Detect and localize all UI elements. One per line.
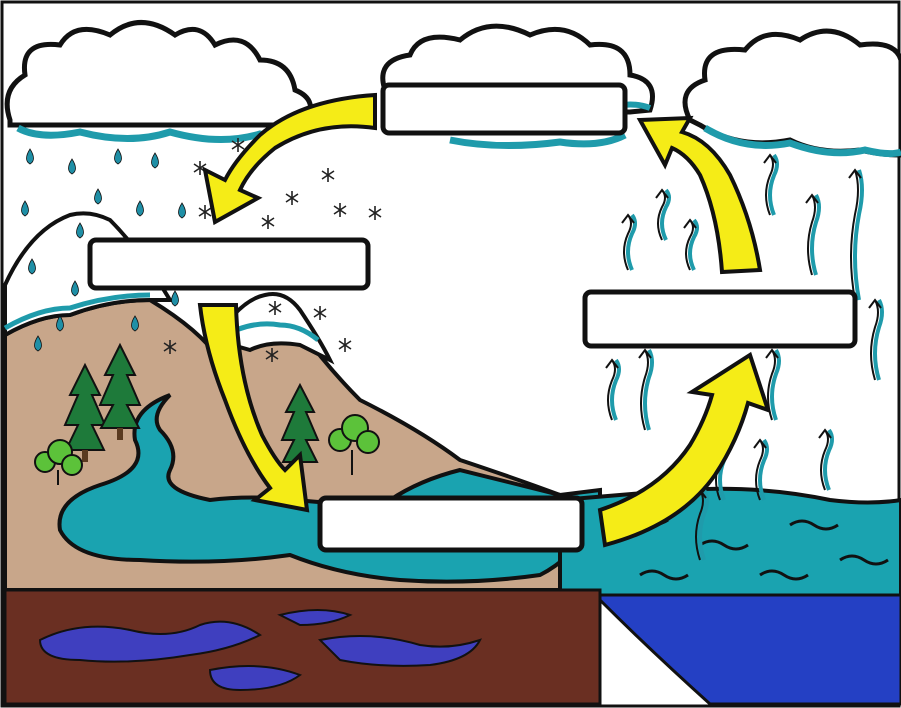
cloud-right-icon: [685, 31, 901, 155]
label-box-bottom[interactable]: [320, 498, 582, 550]
label-box-top[interactable]: [383, 85, 625, 133]
label-box-right[interactable]: [585, 292, 855, 346]
label-box-left[interactable]: [90, 240, 368, 288]
